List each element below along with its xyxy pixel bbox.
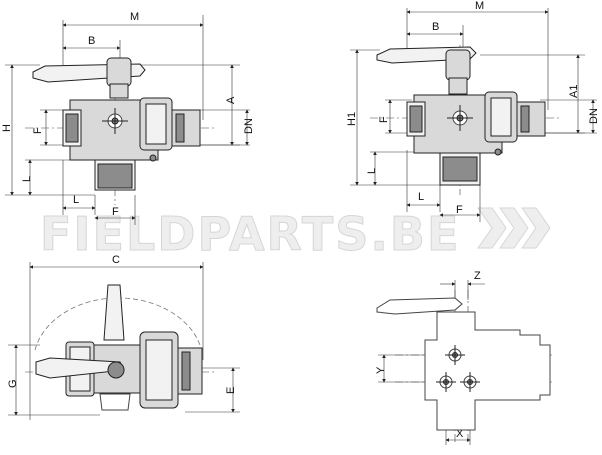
valve-body-top-right bbox=[406, 91, 546, 186]
dim-y-label: Y bbox=[375, 366, 387, 374]
valve-side-bottom-left bbox=[35, 284, 203, 411]
dim-a-label: A bbox=[225, 96, 237, 104]
view-top-right: M B H1 A1 DN F L L F bbox=[346, 0, 600, 222]
dim-dn2-label: DN bbox=[588, 108, 600, 124]
handle-swing-arc bbox=[34, 297, 201, 351]
view-bottom-right: Z Y X bbox=[375, 270, 555, 445]
watermark: FIELDPARTS.BE bbox=[40, 207, 551, 262]
watermark-chevrons bbox=[477, 207, 551, 249]
view-bottom-left: C G E bbox=[7, 254, 240, 420]
bolt-top-symbol bbox=[445, 345, 465, 365]
dim-f2-left-label: F bbox=[378, 116, 390, 123]
dim-b2-label: B bbox=[432, 21, 439, 33]
valve-handle-top-left bbox=[32, 57, 146, 99]
dim-dn-label: DN bbox=[243, 118, 255, 134]
dim-m-label: M bbox=[130, 11, 139, 23]
dim-f2-bottom-label: F bbox=[456, 204, 463, 216]
dim-h-label: H bbox=[1, 124, 13, 132]
dim-b-label: B bbox=[88, 35, 95, 47]
dim-z-label: Z bbox=[474, 270, 481, 282]
dim-l2-left-label: L bbox=[366, 168, 378, 174]
view-top-left: M B H A DN F L L F bbox=[1, 11, 255, 225]
dim-f-bottom-label: F bbox=[112, 206, 119, 218]
dim-m2-label: M bbox=[475, 0, 484, 12]
dim-c-label: C bbox=[112, 254, 120, 266]
watermark-text: FIELDPARTS.BE bbox=[40, 207, 460, 261]
dim-h1-label: H1 bbox=[346, 112, 358, 126]
valve-body-top-left bbox=[62, 97, 201, 191]
valve-outline-bottom-right bbox=[376, 297, 551, 431]
dim-l-left-label: L bbox=[21, 176, 33, 182]
dim-f-left-label: F bbox=[32, 127, 44, 134]
bolt-bottom-left-symbol bbox=[436, 372, 456, 392]
dim-l-bottom-label: L bbox=[73, 194, 79, 206]
valve-handle-top-right bbox=[376, 46, 477, 95]
dim-g-label: G bbox=[7, 379, 19, 388]
bolt-bottom-right-symbol bbox=[460, 372, 480, 392]
dim-e-label: E bbox=[225, 387, 237, 394]
dim-x-label: X bbox=[456, 428, 464, 440]
dim-l2-bottom-label: L bbox=[418, 191, 424, 203]
dim-a1-label: A1 bbox=[568, 85, 580, 98]
